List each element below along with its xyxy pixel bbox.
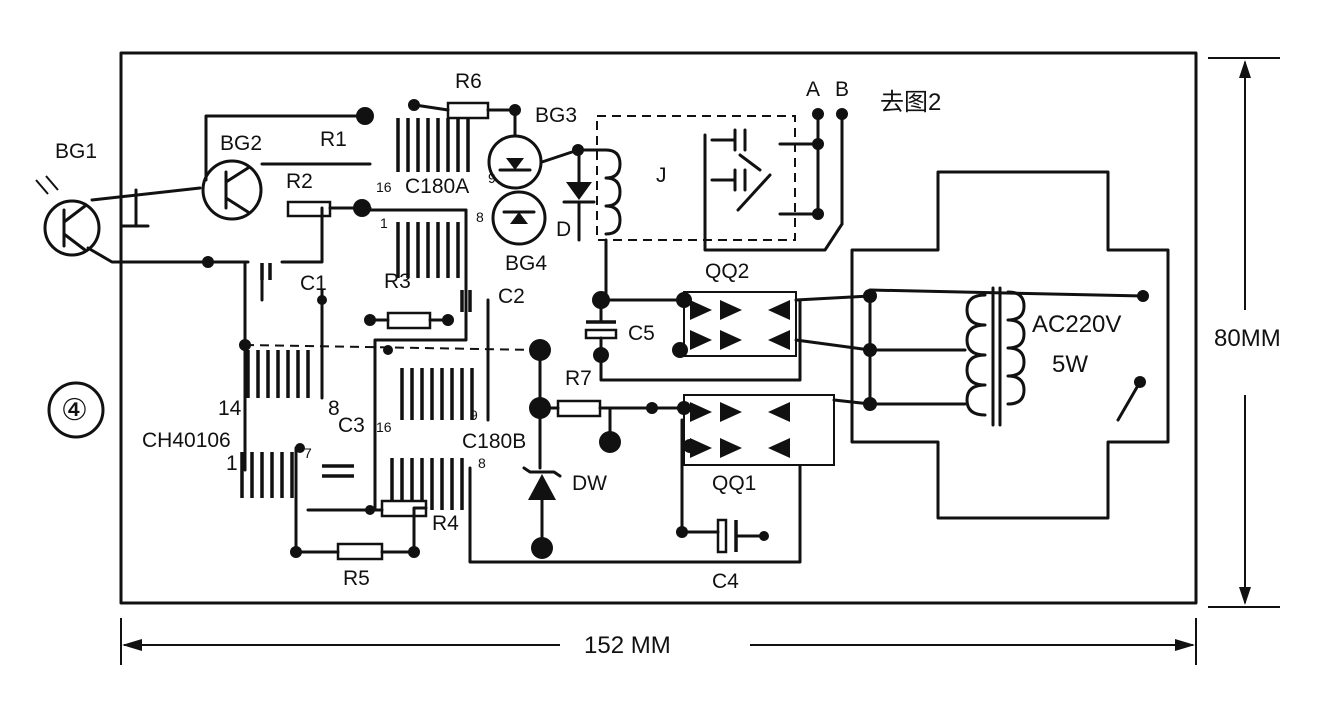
label-c180a: C180A [405,175,469,198]
board-outline [119,51,1198,605]
width-label: 152 MM [584,632,671,659]
pin-c180a-16: 16 [376,179,392,195]
pin-c180a-9: 9 [488,170,496,186]
dashed-trace [244,344,541,351]
label-qq1: QQ1 [712,472,756,495]
height-label: 80MM [1214,325,1281,352]
resistor-r6 [446,101,490,120]
label-c2: C2 [498,285,525,308]
figure-number: ④ [61,394,88,427]
capacitor-c3 [322,464,354,478]
capacitor-c5 [584,320,618,340]
resistor-r7 [556,399,602,418]
figure-number-circle [47,381,105,439]
label-r4: R4 [432,512,459,535]
height-dimension [1208,57,1280,608]
solder-pads [202,99,1149,559]
figure-label: 去图2 [880,89,941,116]
ic-c180a [396,118,470,278]
resistor-r3 [386,311,432,330]
capacitor-c4 [716,518,738,554]
transformer-power: 5W [1052,351,1088,378]
transformer [850,170,1170,520]
pin-c180a-1: 1 [380,215,388,231]
pin-ch40106-7: 7 [304,445,312,461]
label-dw: DW [572,472,607,495]
resistor-r2 [286,200,332,218]
label-r6: R6 [455,70,482,93]
label-bg4: BG4 [505,252,547,275]
label-c4: C4 [712,570,739,593]
pin-ch40106-1: 1 [226,452,238,475]
capacitor-c1 [260,263,272,280]
terminal-wires [703,110,844,252]
resistor-r5 [336,542,384,561]
label-ch40106: CH40106 [142,429,231,452]
capacitor-c2 [460,290,472,312]
diode-d [562,182,596,204]
label-bg2: BG2 [220,132,262,155]
label-r7: R7 [565,367,592,390]
label-r3: R3 [384,270,411,293]
label-c5: C5 [628,322,655,345]
zener-dw [522,466,562,500]
width-dimension [120,618,1197,665]
label-r1: R1 [320,128,347,151]
label-j: J [656,164,667,187]
pin-c180b-16: 16 [376,419,392,435]
label-d: D [556,218,571,241]
terminal-b-label: B [835,78,849,101]
label-c1: C1 [300,272,327,295]
transformer-voltage: AC220V [1032,311,1121,338]
bridge-qq2 [683,291,797,357]
terminal-a-label: A [806,78,820,101]
transistor-bg2 [201,159,263,221]
pin-c180b-8: 8 [478,455,486,471]
phototransistor-bg1 [35,175,101,257]
relay-j [596,115,796,241]
pin-c180a-8: 8 [476,209,484,225]
pin-ch40106-14: 14 [218,397,242,420]
label-qq2: QQ2 [705,260,749,283]
label-r2: R2 [286,170,313,193]
label-r5: R5 [343,567,370,590]
bridge-qq1 [683,394,835,466]
pin-c180b-9: 9 [470,407,478,423]
pin-ch40106-8: 8 [328,397,340,420]
label-c3: C3 [338,414,365,437]
transistor-bg4 [491,190,547,246]
ic-c180b [390,368,474,510]
label-bg1: BG1 [55,140,97,163]
transistor-bg3 [487,134,543,190]
label-bg3: BG3 [535,104,577,127]
ic-ch40106 [240,350,310,498]
label-c180b: C180B [462,430,526,453]
